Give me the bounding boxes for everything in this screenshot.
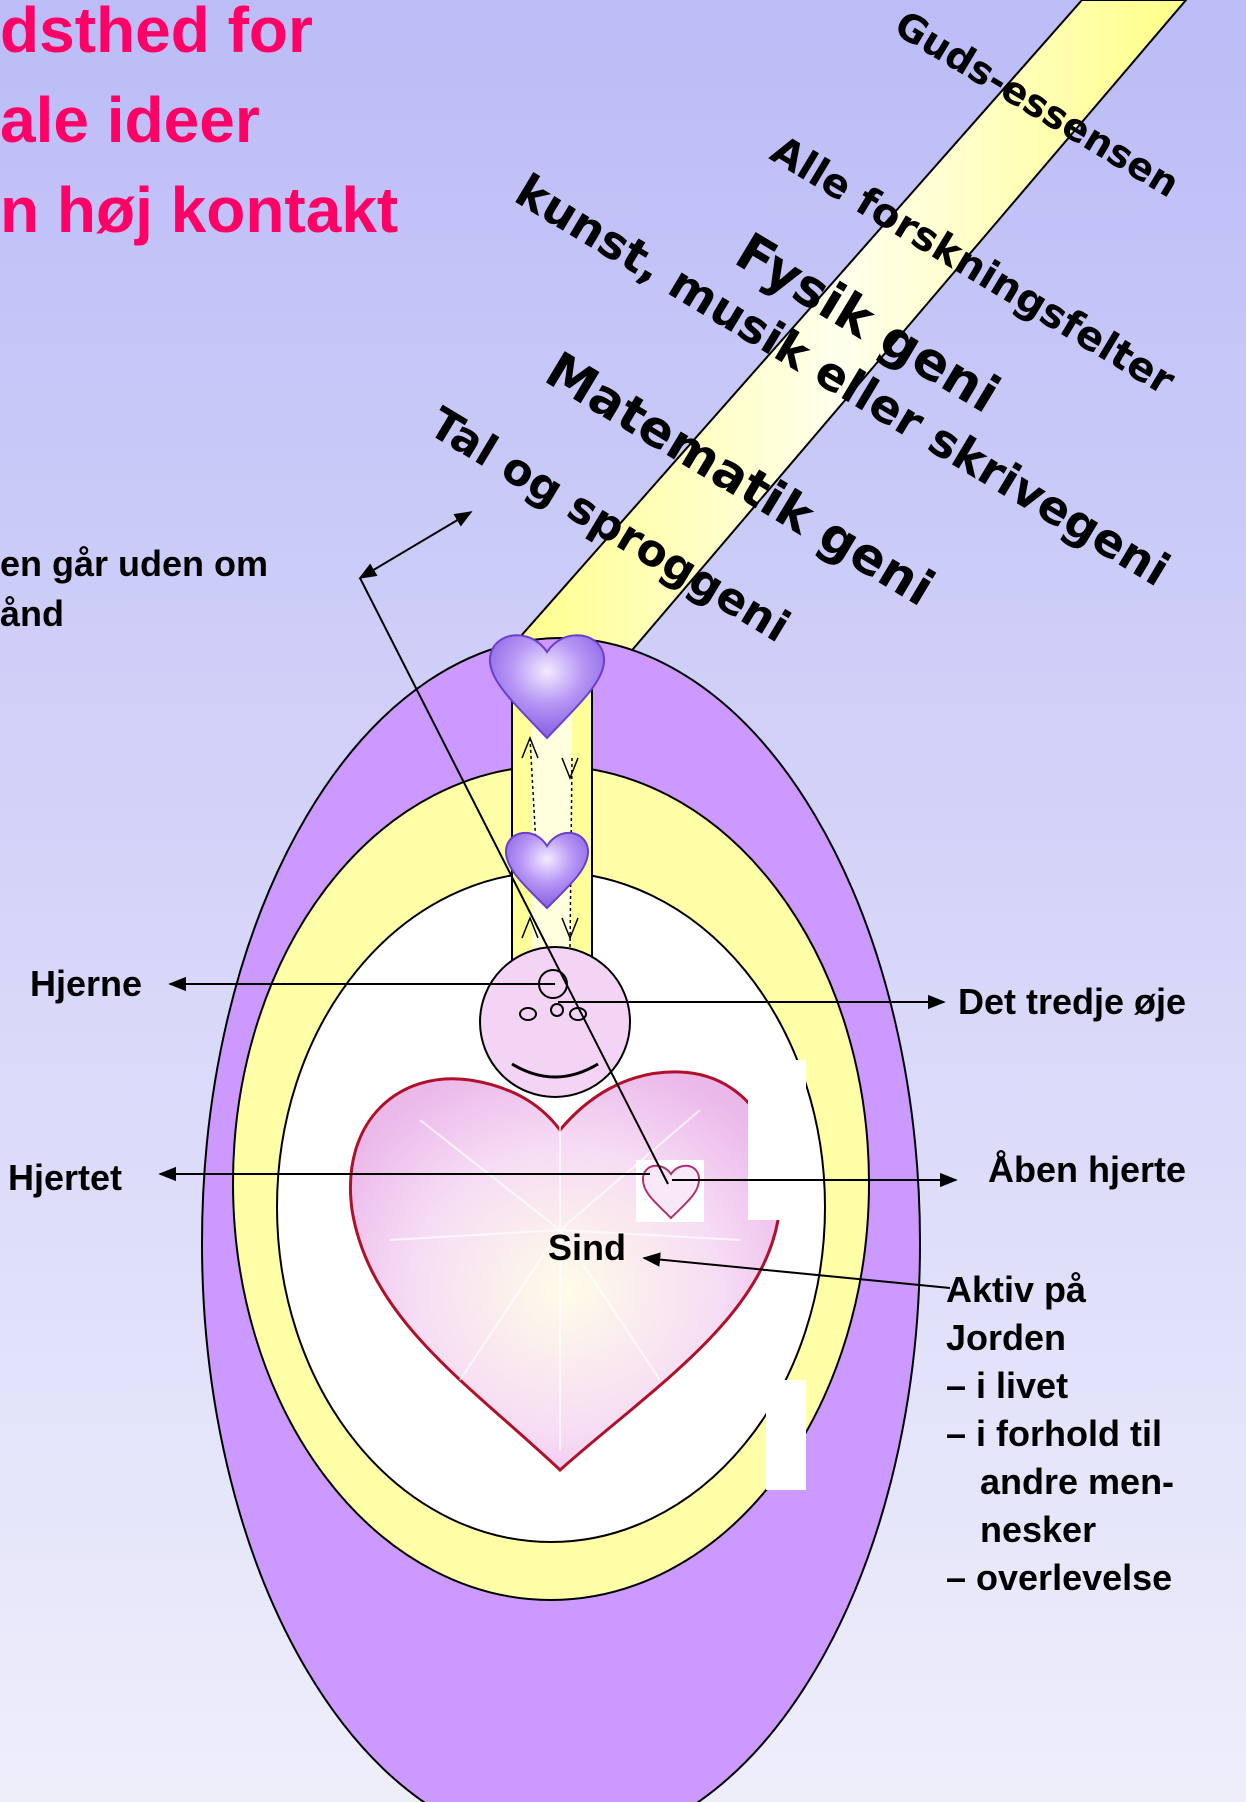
title-line-3: n høj kontakt	[0, 174, 398, 246]
label-brain: Hjerne	[30, 963, 142, 1004]
earth-note-line-2: Jorden	[946, 1317, 1066, 1358]
label-mind: Sind	[548, 1227, 626, 1268]
left-note-line-1: en går uden om	[0, 543, 268, 584]
earth-note-line-5: andre men-	[980, 1461, 1174, 1502]
left-note-line-2: ånd	[0, 593, 64, 634]
label-heart: Hjertet	[8, 1157, 122, 1198]
label-third-eye: Det tredje øje	[958, 981, 1186, 1022]
white-patch-upper	[748, 1060, 806, 1220]
earth-note-line-7: – overlevelse	[946, 1557, 1172, 1598]
earth-note-line-6: nesker	[980, 1509, 1096, 1550]
label-open-heart: Åben hjerte	[988, 1149, 1186, 1190]
title-line-1: dsthed for	[0, 0, 313, 66]
earth-note-line-1: Aktiv på	[946, 1269, 1087, 1310]
white-patch-lower	[766, 1380, 806, 1490]
title-line-2: ale ideer	[0, 84, 260, 156]
earth-note-line-3: – i livet	[946, 1365, 1068, 1406]
earth-note-line-4: – i forhold til	[946, 1413, 1162, 1454]
